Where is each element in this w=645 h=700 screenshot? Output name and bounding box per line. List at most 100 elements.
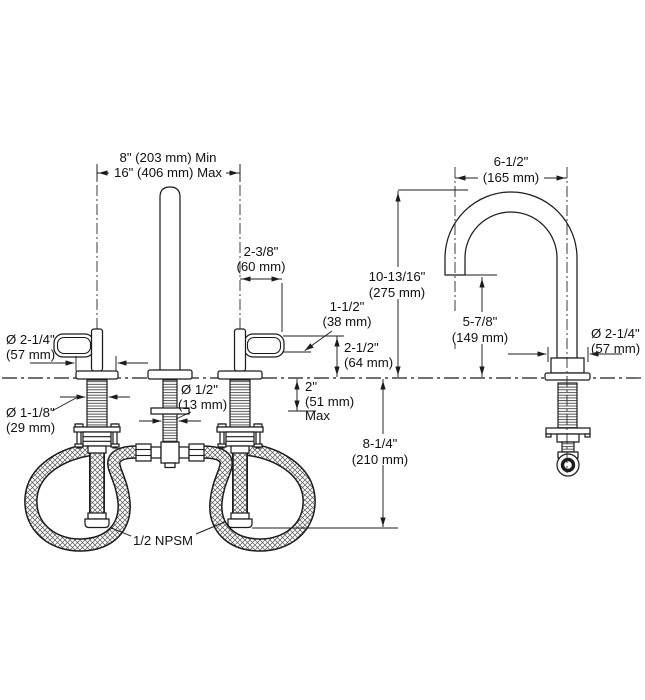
right-connector-collar xyxy=(230,512,250,520)
spout-shank-washer xyxy=(150,407,190,415)
side-hose-end-inner xyxy=(560,457,576,473)
tee-bottom-stub xyxy=(164,462,176,469)
label-backing xyxy=(452,312,510,344)
label-supply-drop-mm: (210 mm) xyxy=(352,452,408,467)
left-outlet-fitting xyxy=(87,445,107,454)
label-spout-reach-in: 6-1/2" xyxy=(494,154,529,169)
left-valve-shank-assembly xyxy=(73,379,121,454)
label-spread-min: 8" (203 mm) Min xyxy=(119,150,216,165)
right-npsm-connector xyxy=(227,518,253,529)
label-spout-shank-dia-mm: (13 mm) xyxy=(178,397,227,412)
left-mounting-washer xyxy=(73,426,121,433)
label-spout-outlet-height-in: 5-7/8" xyxy=(463,314,498,329)
spout-column-front xyxy=(159,186,181,372)
tee-right-nut xyxy=(188,443,205,462)
left-bracket-bolt-end xyxy=(74,443,84,448)
side-washer-tab xyxy=(545,433,552,438)
label-lever-rise-in: 1-1/2" xyxy=(330,299,365,314)
spout-escutcheon xyxy=(544,372,591,381)
spout-body-base xyxy=(550,357,585,374)
right-hose-loop xyxy=(202,443,315,551)
dim-leader xyxy=(304,330,333,351)
dim-lever-rise: 1-1/2" (38 mm) xyxy=(304,299,372,351)
label-backing xyxy=(478,171,544,184)
dim-lever-reach: 2-3/8" (60 mm) xyxy=(236,244,286,332)
dim-handle-height: 2-1/2" (64 mm) xyxy=(283,335,393,377)
left-handle-base xyxy=(75,370,119,380)
label-spout-height-mm: (275 mm) xyxy=(369,285,425,300)
dim-spout-shank-diameter: Ø 1/2" (13 mm) xyxy=(139,382,227,424)
label-spout-outlet-height-mm: (149 mm) xyxy=(452,330,508,345)
label-lever-reach-mm: (60 mm) xyxy=(236,259,285,274)
dim-spout-base-diameter: Ø 2-1/4" (57 mm) xyxy=(508,326,640,362)
right-outlet-fitting xyxy=(230,445,250,454)
tee-right-tube xyxy=(178,446,190,459)
right-handle-post xyxy=(233,328,247,372)
right-bracket-bolt-end xyxy=(253,443,263,448)
label-handle-base-dia-in: Ø 2-1/4" xyxy=(6,332,55,347)
label-backing xyxy=(362,267,434,299)
left-mounting-nut xyxy=(82,431,112,447)
side-hose-nipple xyxy=(561,441,575,453)
side-spout-shank-threads xyxy=(557,382,578,429)
right-bracket-bolt-end xyxy=(217,443,227,448)
label-deck-max-suffix: Max xyxy=(305,408,330,423)
label-lever-rise-mm: (38 mm) xyxy=(322,314,371,329)
label-backing xyxy=(106,165,226,179)
tee-left-tube xyxy=(150,446,162,459)
label-deck-max-in: 2" xyxy=(305,379,317,394)
left-handle xyxy=(53,328,119,380)
right-lever-inner xyxy=(246,336,282,355)
dim-leader xyxy=(175,411,192,420)
left-handle-post xyxy=(90,328,104,372)
dim-spout-reach: 6-1/2" (165 mm) xyxy=(455,154,567,185)
side-view-spout xyxy=(444,191,591,381)
tee-body xyxy=(160,441,180,464)
tee-left-nut xyxy=(135,443,152,462)
left-lever-inner xyxy=(56,336,92,355)
dim-leader xyxy=(195,521,227,535)
gooseneck-spout xyxy=(444,191,578,359)
left-valve-shank-threads xyxy=(86,379,108,428)
label-supply-thread: 1/2 NPSM xyxy=(133,533,193,548)
dim-deck-thickness: 2" (51 mm) Max xyxy=(288,379,354,423)
left-npsm-connector xyxy=(84,518,110,529)
side-mounting-nut xyxy=(556,433,580,443)
left-bracket-bolt-end xyxy=(110,443,120,448)
label-handle-base-dia-mm: (57 mm) xyxy=(6,347,55,362)
left-hose-loop xyxy=(25,443,138,551)
label-hole-dia-in: Ø 1-1/8" xyxy=(6,405,55,420)
label-supply-drop-in: 8-1/4" xyxy=(363,436,398,451)
supply-hose-loops xyxy=(24,442,316,552)
label-backing xyxy=(351,434,413,465)
dim-spout-outlet-height: 5-7/8" (149 mm) xyxy=(452,274,510,377)
dim-supply-thread: 1/2 NPSM xyxy=(109,521,227,548)
label-spout-reach-mm: (165 mm) xyxy=(483,170,539,185)
label-spout-height-in: 10-13/16" xyxy=(369,269,426,284)
right-valve-shank-threads xyxy=(229,379,251,428)
right-valve-shank-assembly xyxy=(216,379,264,454)
label-handle-height-mm: (64 mm) xyxy=(344,355,393,370)
right-handle-base xyxy=(217,370,263,380)
label-deck-max-mm: (51 mm) xyxy=(305,394,354,409)
label-spread-max: 16" (406 mm) Max xyxy=(114,165,222,180)
right-handle xyxy=(217,328,285,380)
label-lever-reach-in: 2-3/8" xyxy=(244,244,279,259)
spout-shank-assembly xyxy=(150,379,190,443)
side-washer-tab xyxy=(584,433,591,438)
side-mounting-washer xyxy=(545,427,591,435)
left-connector-collar xyxy=(87,512,107,520)
dim-faucet-spread: 8" (203 mm) Min 16" (406 mm) Max xyxy=(96,150,241,181)
side-view-shank-assembly xyxy=(545,382,591,477)
label-handle-height-in: 2-1/2" xyxy=(344,340,379,355)
right-mounting-washer xyxy=(216,426,264,433)
label-spout-shank-dia-in: Ø 1/2" xyxy=(181,382,218,397)
right-mounting-nut xyxy=(225,431,255,447)
label-hole-dia-mm: (29 mm) xyxy=(6,420,55,435)
dim-spout-height: 10-13/16" (275 mm) xyxy=(362,189,468,377)
dim-handle-base-diameter: Ø 2-1/4" (57 mm) xyxy=(6,332,148,371)
front-view-spout xyxy=(147,186,193,380)
dim-supply-drop: 8-1/4" (210 mm) xyxy=(252,379,413,529)
